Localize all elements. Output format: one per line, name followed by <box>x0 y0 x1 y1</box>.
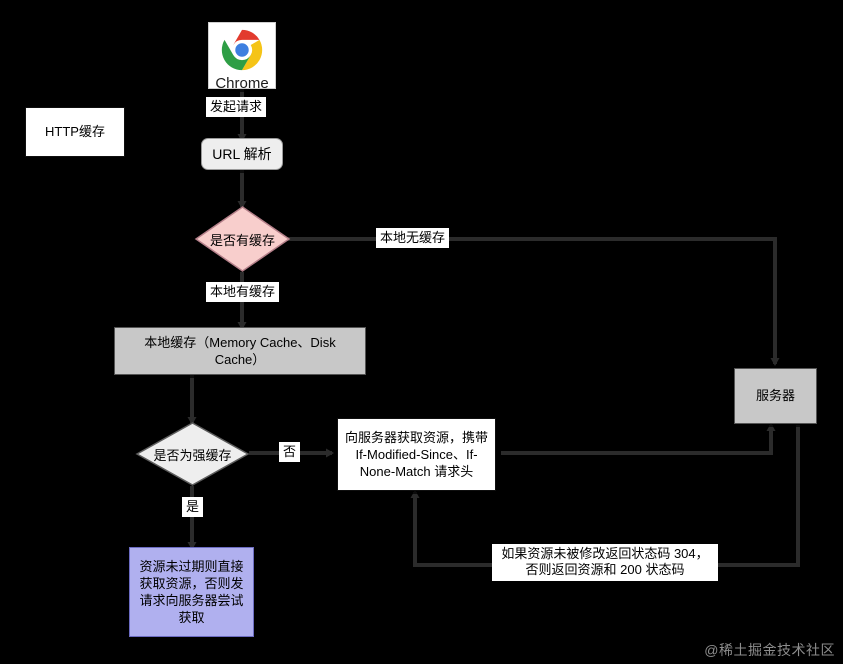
node-is-strong-cache-label: 是否为强缓存 <box>153 447 232 463</box>
node-is-strong-cache-decision: 是否为强缓存 <box>135 421 250 487</box>
legend-box-label: HTTP缓存 <box>45 124 105 140</box>
node-server-label: 服务器 <box>755 388 795 404</box>
chrome-logo-icon <box>221 29 263 71</box>
legend-box-http-cache: HTTP缓存 <box>25 107 125 157</box>
edge-label-yes: 是 <box>182 497 204 518</box>
node-url-parse: URL 解析 <box>201 138 283 170</box>
node-strong-cache-result-label: 资源未过期则直接获取资源，否则发请求向服务器尝试获取 <box>139 558 244 626</box>
node-local-cache-label: 本地缓存（Memory Cache、Disk Cache） <box>144 334 336 367</box>
edge-label-no: 否 <box>279 442 301 463</box>
node-server: 服务器 <box>734 368 817 424</box>
edge-label-initiate-request: 发起请求 <box>206 97 267 118</box>
edge-label-no-local-cache: 本地无缓存 <box>376 228 450 249</box>
node-has-cache-label: 是否有缓存 <box>209 232 275 248</box>
edge-label-server-response: 如果资源未被修改返回状态码 304，否则返回资源和 200 状态码 <box>492 544 718 581</box>
node-chrome: Chrome <box>208 22 276 92</box>
edge-label-has-local-cache: 本地有缓存 <box>206 282 280 303</box>
node-fetch-from-server: 向服务器获取资源，携带 If-Modified-Since、If-None-Ma… <box>337 418 496 491</box>
node-chrome-label: Chrome <box>215 75 269 92</box>
node-local-cache: 本地缓存（Memory Cache、Disk Cache） <box>114 327 366 375</box>
watermark: @稀土掘金技术社区 <box>704 642 835 658</box>
node-fetch-from-server-label: 向服务器获取资源，携带 If-Modified-Since、If-None-Ma… <box>344 429 488 480</box>
edge-fetch-to-server <box>501 423 776 455</box>
node-url-parse-label: URL 解析 <box>212 145 272 162</box>
node-has-cache-decision: 是否有缓存 <box>194 205 291 273</box>
node-strong-cache-result: 资源未过期则直接获取资源，否则发请求向服务器尝试获取 <box>129 547 254 637</box>
